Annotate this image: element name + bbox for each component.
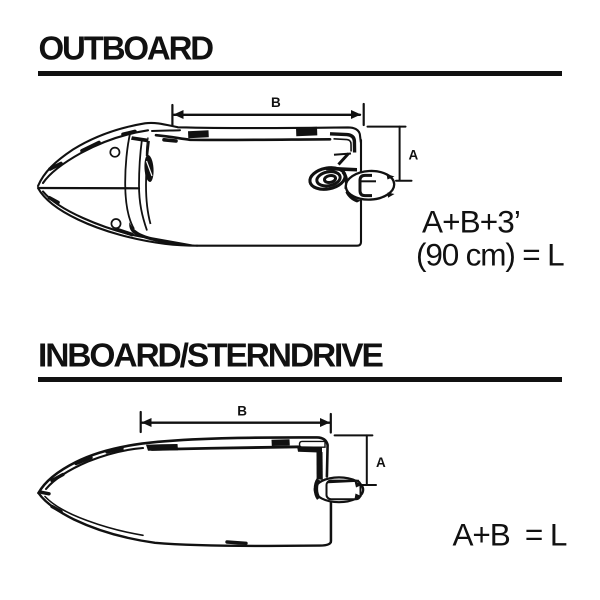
svg-text:A+B+3’: A+B+3’ bbox=[422, 204, 520, 240]
svg-text:A: A bbox=[409, 147, 419, 162]
svg-text:A: A bbox=[376, 455, 386, 470]
svg-text:INBOARD/STERNDRIVE: INBOARD/STERNDRIVE bbox=[38, 337, 384, 374]
svg-text:(90 cm) = L: (90 cm) = L bbox=[416, 237, 564, 273]
svg-text:A+B = L: A+B = L bbox=[453, 517, 567, 553]
svg-text:B: B bbox=[237, 404, 247, 419]
svg-text:B: B bbox=[271, 95, 281, 110]
svg-text:OUTBOARD: OUTBOARD bbox=[39, 29, 214, 66]
